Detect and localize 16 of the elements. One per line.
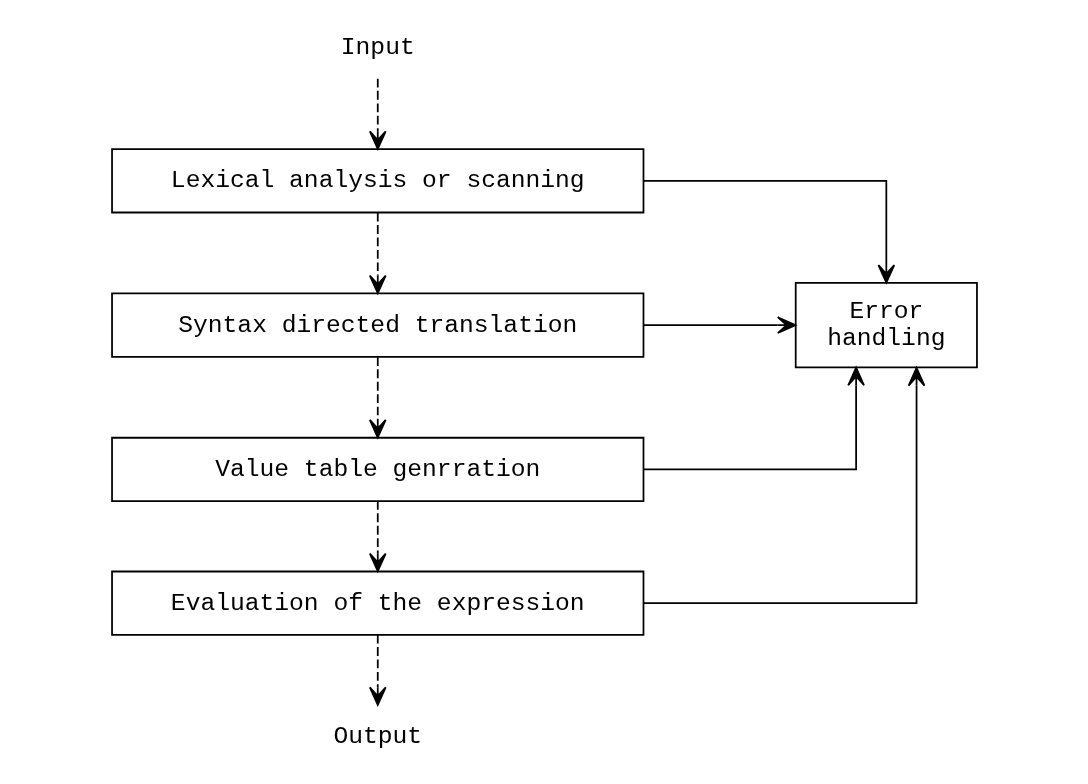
arrow — [642, 316, 796, 334]
node-text: Input — [340, 32, 415, 61]
arrow — [642, 366, 865, 471]
node-box: Syntax directed translation — [110, 292, 644, 358]
arrow — [368, 77, 387, 150]
node-box: Lexical analysis or scanning — [110, 148, 644, 214]
arrow — [368, 634, 387, 706]
node-box: Evaluation of the expression — [110, 570, 644, 636]
arrow — [642, 367, 925, 605]
arrow — [368, 212, 387, 295]
arrow — [368, 356, 387, 439]
node-box: Value table genrration — [110, 436, 644, 502]
arrow — [368, 500, 387, 573]
node-text: Output — [332, 722, 422, 751]
node-box: Error handling — [794, 282, 978, 369]
arrow — [642, 179, 895, 284]
